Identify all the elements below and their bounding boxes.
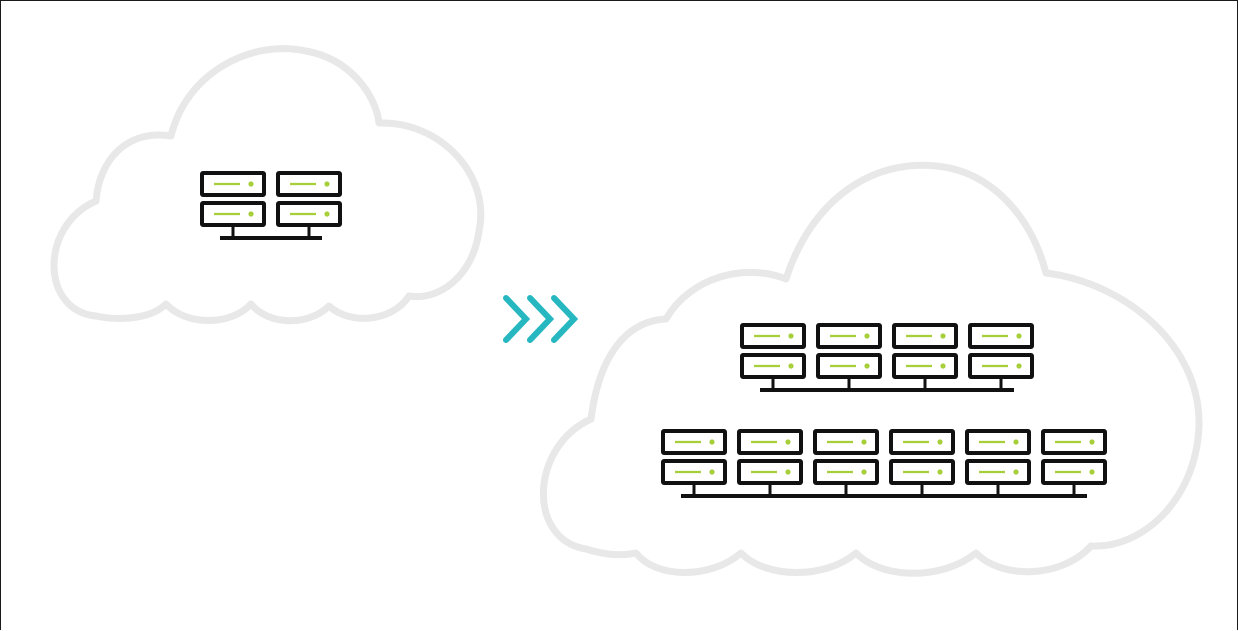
- server-icon: [813, 429, 879, 455]
- server-icon: [1041, 429, 1107, 455]
- server-icon: [965, 459, 1031, 485]
- server-indicator-light: [937, 469, 943, 475]
- server-indicator-light: [788, 363, 794, 369]
- server-indicator-light: [864, 333, 870, 339]
- cloud-icon: [539, 161, 1203, 577]
- server-icon: [968, 323, 1034, 349]
- server-icon: [200, 201, 266, 227]
- server-indicator-light: [709, 439, 715, 445]
- server-icon: [200, 171, 266, 197]
- server-indicator-light: [937, 439, 943, 445]
- server-indicator-light: [1089, 469, 1095, 475]
- server-indicator-light: [1013, 439, 1019, 445]
- server-indicator-light: [861, 439, 867, 445]
- small-cloud-server-cluster: [200, 171, 342, 240]
- server-indicator-light: [1089, 439, 1095, 445]
- server-icon: [889, 429, 955, 455]
- server-indicator-light: [1016, 333, 1022, 339]
- server-icon: [737, 429, 803, 455]
- server-indicator-light: [940, 333, 946, 339]
- server-indicator-light: [940, 363, 946, 369]
- server-indicator-light: [324, 211, 330, 217]
- server-icon: [965, 429, 1031, 455]
- scale-up-arrow-icon: [503, 295, 579, 343]
- large-cloud-server-cluster-top: [740, 323, 1034, 392]
- chevron-icon: [551, 295, 579, 343]
- server-icon: [813, 459, 879, 485]
- server-icon: [968, 353, 1034, 379]
- large-cloud-server-cluster-bottom: [661, 429, 1107, 498]
- server-indicator-light: [788, 333, 794, 339]
- server-indicator-light: [1016, 363, 1022, 369]
- server-indicator-light: [1013, 469, 1019, 475]
- server-icon: [740, 323, 806, 349]
- server-indicator-light: [861, 469, 867, 475]
- server-icon: [816, 323, 882, 349]
- server-indicator-light: [785, 439, 791, 445]
- server-indicator-light: [248, 211, 254, 217]
- server-icon: [276, 171, 342, 197]
- chevron-icon: [503, 295, 531, 343]
- server-icon: [740, 353, 806, 379]
- server-icon: [889, 459, 955, 485]
- server-indicator-light: [709, 469, 715, 475]
- server-indicator-light: [324, 181, 330, 187]
- server-icon: [1041, 459, 1107, 485]
- clouds-layer: [50, 45, 1203, 577]
- server-icon: [661, 429, 727, 455]
- server-icon: [892, 353, 958, 379]
- server-icon: [816, 353, 882, 379]
- chevron-icon: [527, 295, 555, 343]
- server-indicator-light: [864, 363, 870, 369]
- server-icon: [661, 459, 727, 485]
- server-indicator-light: [248, 181, 254, 187]
- server-icon: [737, 459, 803, 485]
- server-indicator-light: [785, 469, 791, 475]
- server-icon: [276, 201, 342, 227]
- cloud-icon: [50, 45, 485, 325]
- server-icon: [892, 323, 958, 349]
